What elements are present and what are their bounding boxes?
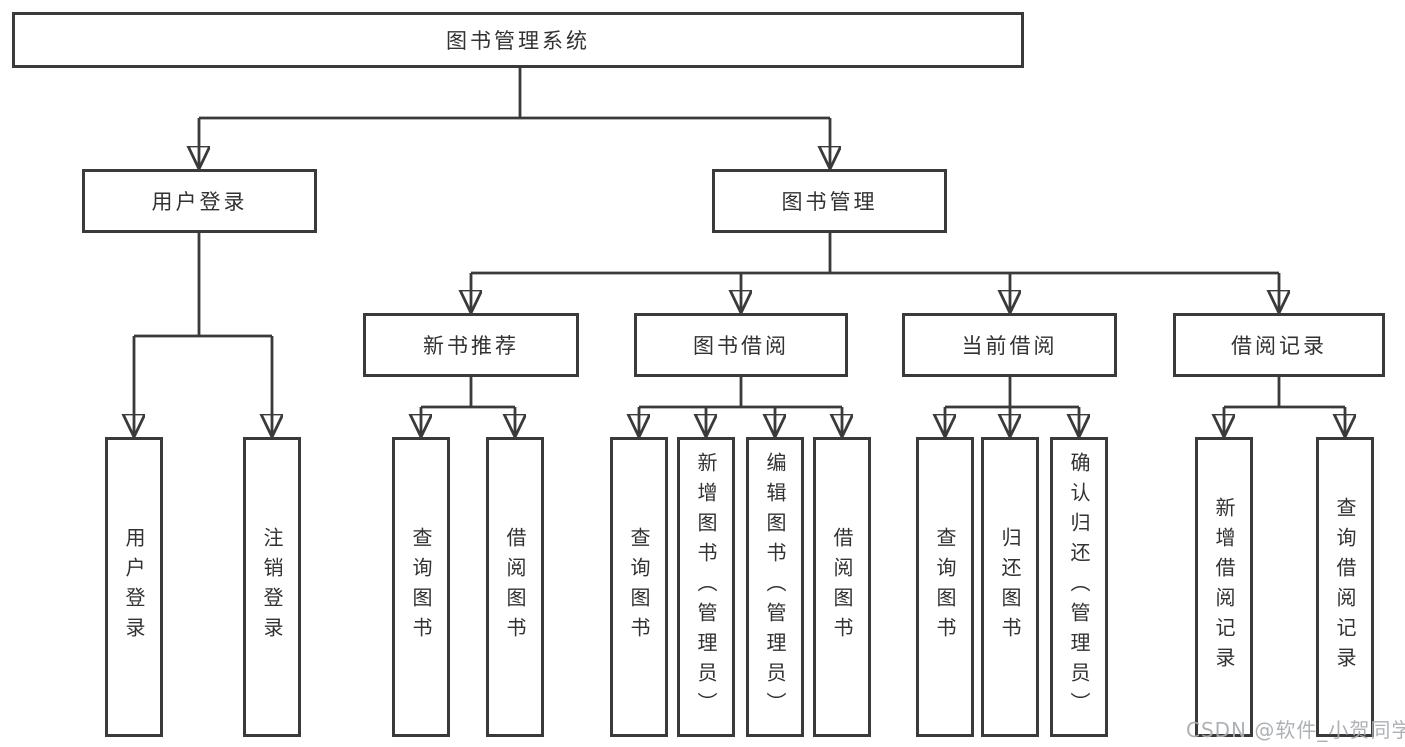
node-query-book-3: 查询图书	[916, 437, 974, 737]
node-query-book-2: 查询图书	[610, 437, 668, 737]
node-borrow-book-2: 借阅图书	[813, 437, 871, 737]
node-query-borrow-record-label: 查询借阅记录	[1333, 497, 1357, 677]
node-root: 图书管理系统	[12, 12, 1024, 68]
node-current-borrow-label: 当前借阅	[961, 334, 1058, 358]
node-leaf-user-login: 用户登录	[105, 437, 163, 737]
node-edit-book-admin-label: 编辑图书（管理员）	[763, 452, 787, 722]
node-add-book-admin-label: 新增图书（管理员）	[694, 452, 718, 722]
node-leaf-user-login-label: 用户登录	[122, 527, 146, 647]
node-query-book-2-label: 查询图书	[627, 527, 651, 647]
node-edit-book-admin: 编辑图书（管理员）	[746, 437, 804, 737]
node-confirm-return-admin: 确认归还（管理员）	[1050, 437, 1108, 737]
node-leaf-logout-label: 注销登录	[260, 527, 284, 647]
node-new-book-recommend-label: 新书推荐	[423, 334, 519, 358]
node-book-borrow: 图书借阅	[634, 313, 848, 377]
node-new-book-recommend: 新书推荐	[363, 313, 579, 377]
node-book-management-label: 图书管理	[781, 190, 878, 214]
node-borrow-book-1: 借阅图书	[486, 437, 544, 737]
node-query-book-1: 查询图书	[392, 437, 450, 737]
node-return-book-label: 归还图书	[998, 527, 1022, 647]
node-borrow-book-1-label: 借阅图书	[503, 527, 527, 647]
node-root-label: 图书管理系统	[446, 29, 590, 53]
node-add-book-admin: 新增图书（管理员）	[677, 437, 735, 737]
node-add-borrow-record-label: 新增借阅记录	[1212, 497, 1236, 677]
node-borrow-record-label: 借阅记录	[1231, 334, 1327, 358]
node-borrow-record: 借阅记录	[1173, 313, 1385, 377]
node-leaf-logout: 注销登录	[243, 437, 301, 737]
node-user-login: 用户登录	[82, 169, 317, 233]
node-query-borrow-record: 查询借阅记录	[1316, 437, 1374, 737]
node-confirm-return-admin-label: 确认归还（管理员）	[1067, 452, 1091, 722]
node-add-borrow-record: 新增借阅记录	[1195, 437, 1253, 737]
node-user-login-label: 用户登录	[151, 190, 248, 214]
node-book-borrow-label: 图书借阅	[693, 334, 789, 358]
node-query-book-1-label: 查询图书	[409, 527, 433, 647]
connector-lines	[134, 68, 1345, 409]
node-current-borrow: 当前借阅	[902, 313, 1117, 377]
csdn-watermark: CSDN @软件_小贺同学	[1186, 718, 1405, 742]
node-query-book-3-label: 查询图书	[933, 527, 957, 647]
node-borrow-book-2-label: 借阅图书	[830, 527, 854, 647]
node-return-book: 归还图书	[981, 437, 1039, 737]
node-book-management: 图书管理	[712, 169, 947, 233]
